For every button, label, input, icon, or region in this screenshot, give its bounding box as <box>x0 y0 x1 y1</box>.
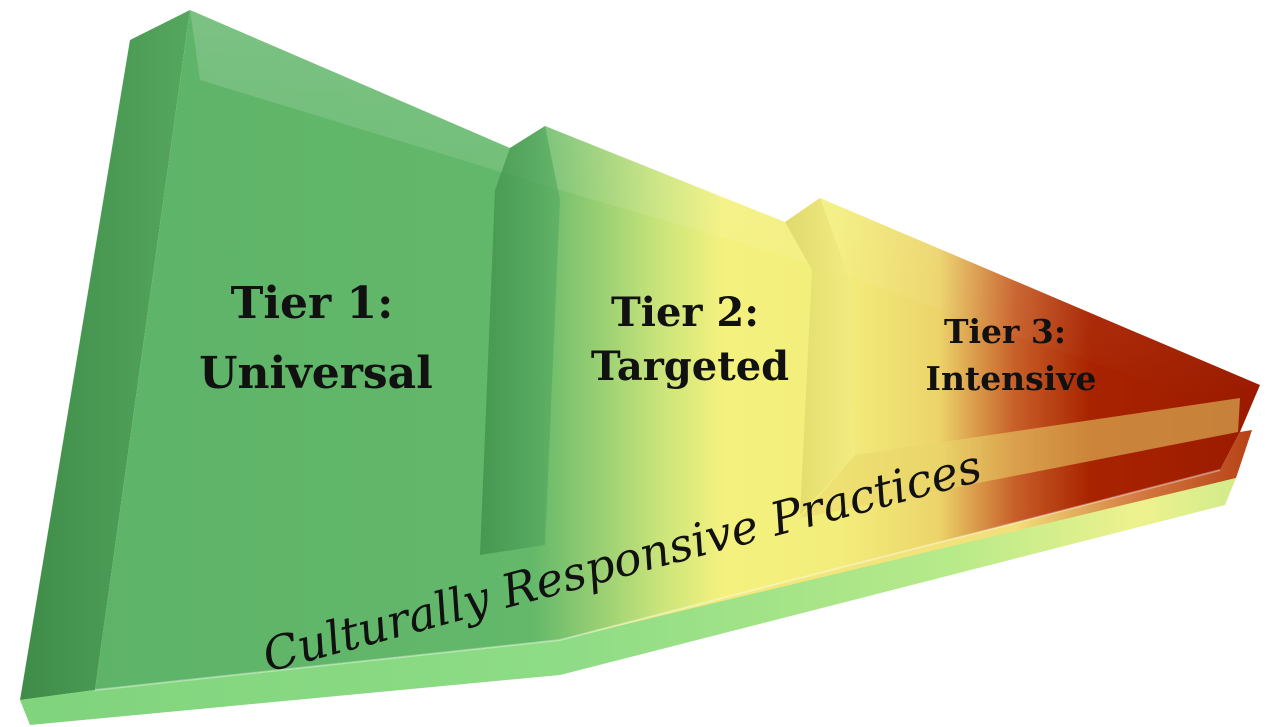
step-riser-2 <box>785 198 855 515</box>
tier-1-title: Tier 1: <box>231 278 394 329</box>
ledge-highlight-line <box>94 469 1221 691</box>
tier-3-title: Tier 3: <box>944 312 1066 351</box>
tier-2-label: Tier 2: <box>611 289 759 336</box>
bottom-ledge-front <box>20 478 1236 725</box>
tier-3-label: Tier 3: <box>944 312 1066 351</box>
tier-2-title: Tier 2: <box>611 289 759 336</box>
tier3-lower-step <box>800 398 1240 518</box>
tier-1-name: Universal <box>199 348 433 399</box>
tier-3-name: Intensive <box>926 359 1097 398</box>
stepped-arrow-face <box>95 10 1260 690</box>
left-bevel-face <box>20 10 190 700</box>
step-riser-1 <box>480 126 560 555</box>
face-highlight <box>190 10 1260 400</box>
tier-1-label: Tier 1: <box>231 278 394 329</box>
tier-2-name: Targeted <box>591 343 789 390</box>
